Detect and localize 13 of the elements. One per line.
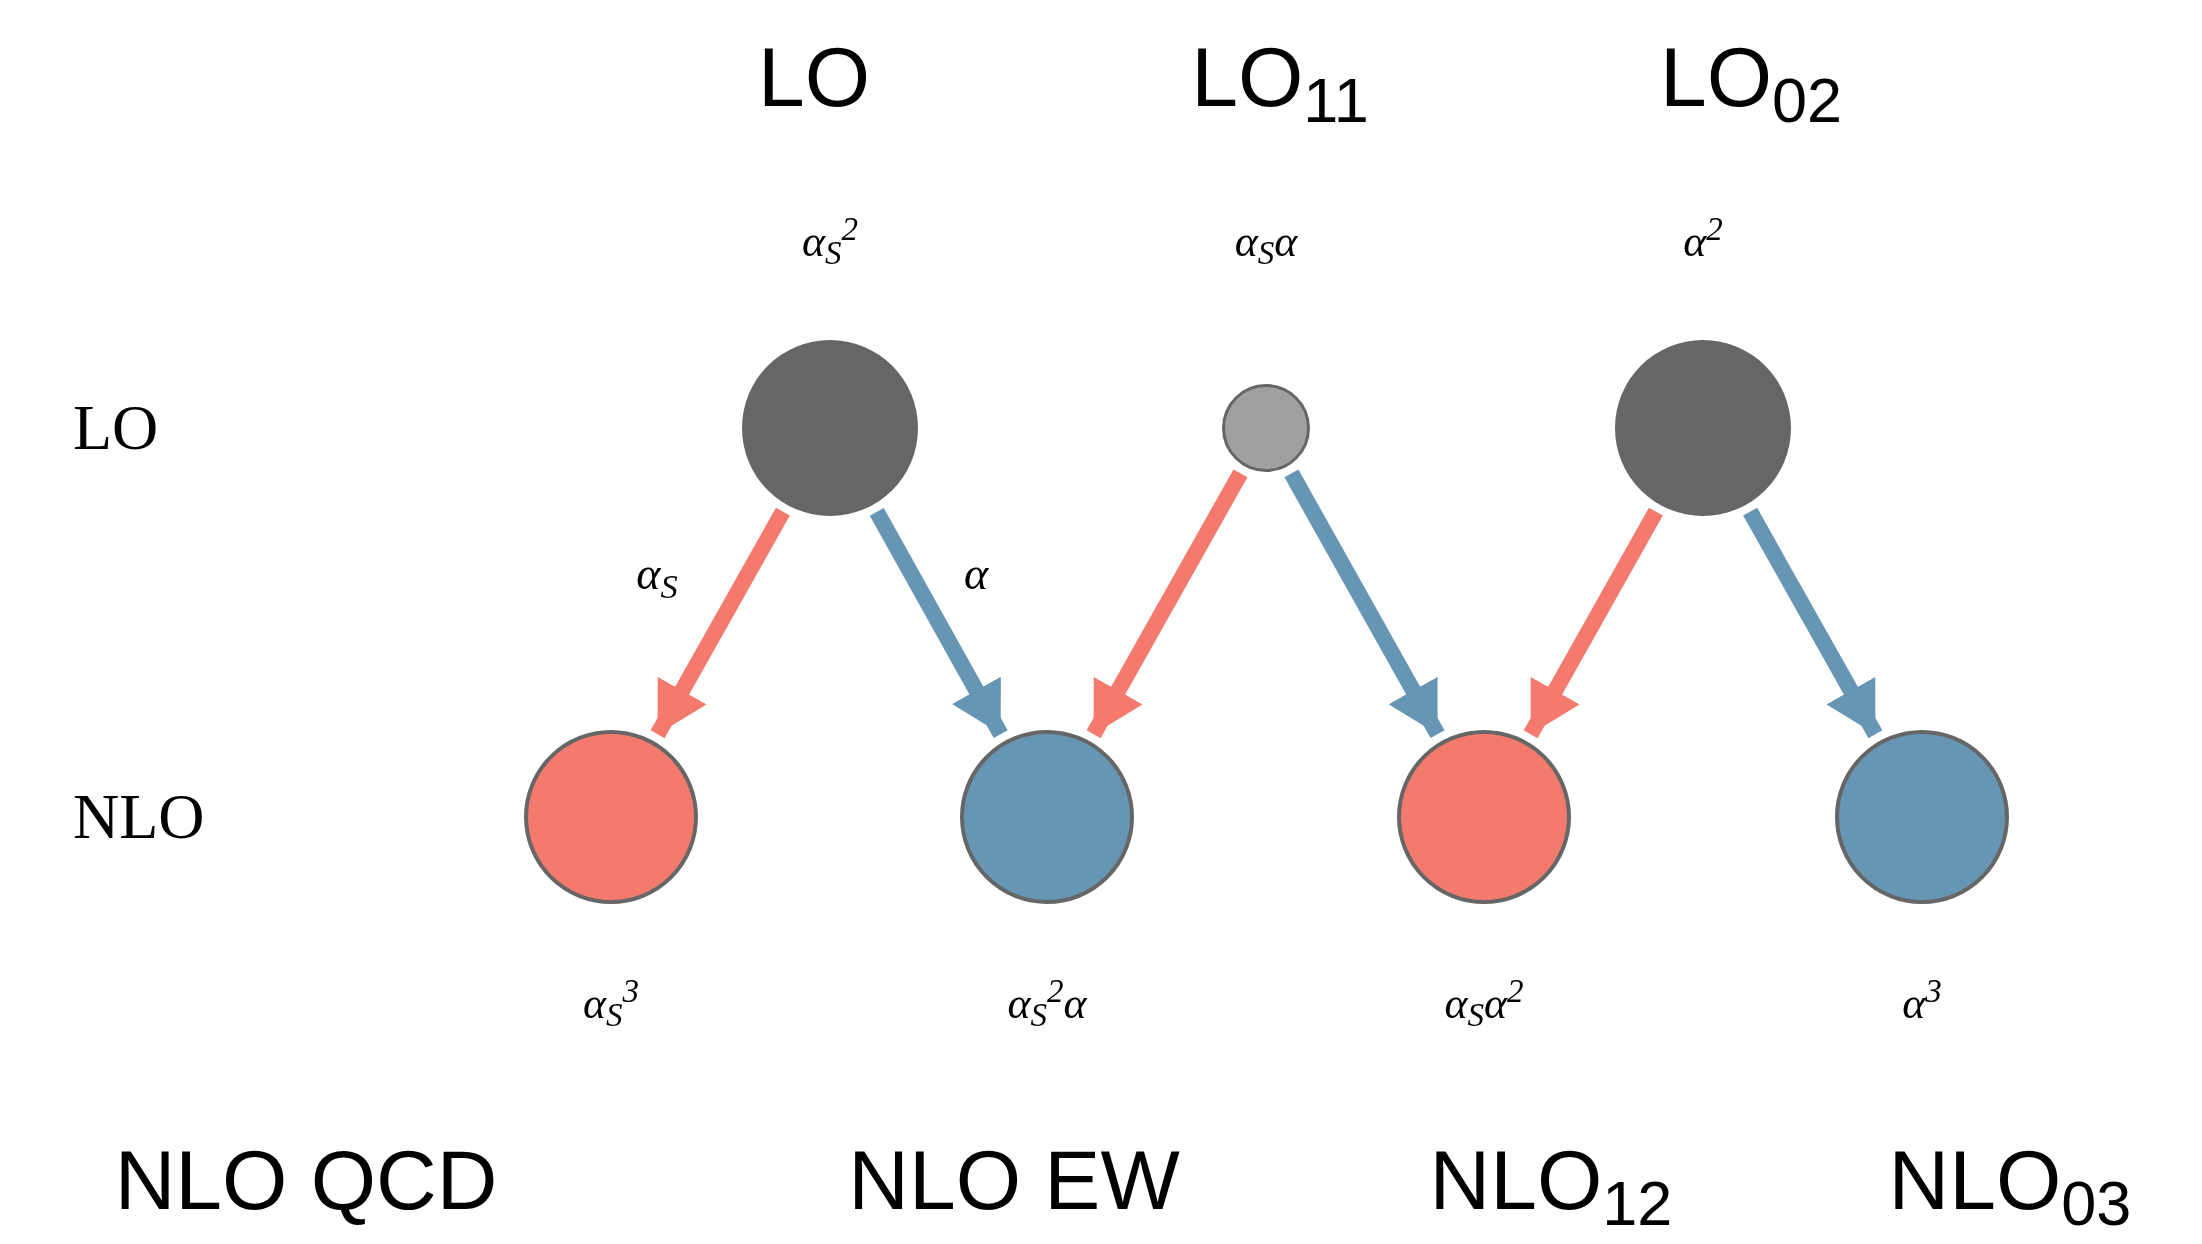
row-label: LO [73, 396, 159, 460]
coupling-label: α$_{S}$$^{2}$α [1007, 971, 1087, 1036]
coupling-label: α$^{3}$ [1902, 971, 1942, 1030]
coupling-label: α$_{S}$α$^{2}$ [1444, 971, 1524, 1036]
arrow [869, 507, 1008, 738]
column-heading: LO [757, 35, 871, 119]
coupling-label: α$_{S}$α [1234, 216, 1298, 274]
arrow [1523, 507, 1663, 739]
row-label: NLO [73, 785, 205, 849]
coupling-label: α$^{2}$ [1683, 209, 1723, 268]
column-footer: NLO EW [848, 1138, 1180, 1222]
arrow [1743, 507, 1883, 739]
arrow [650, 507, 790, 739]
